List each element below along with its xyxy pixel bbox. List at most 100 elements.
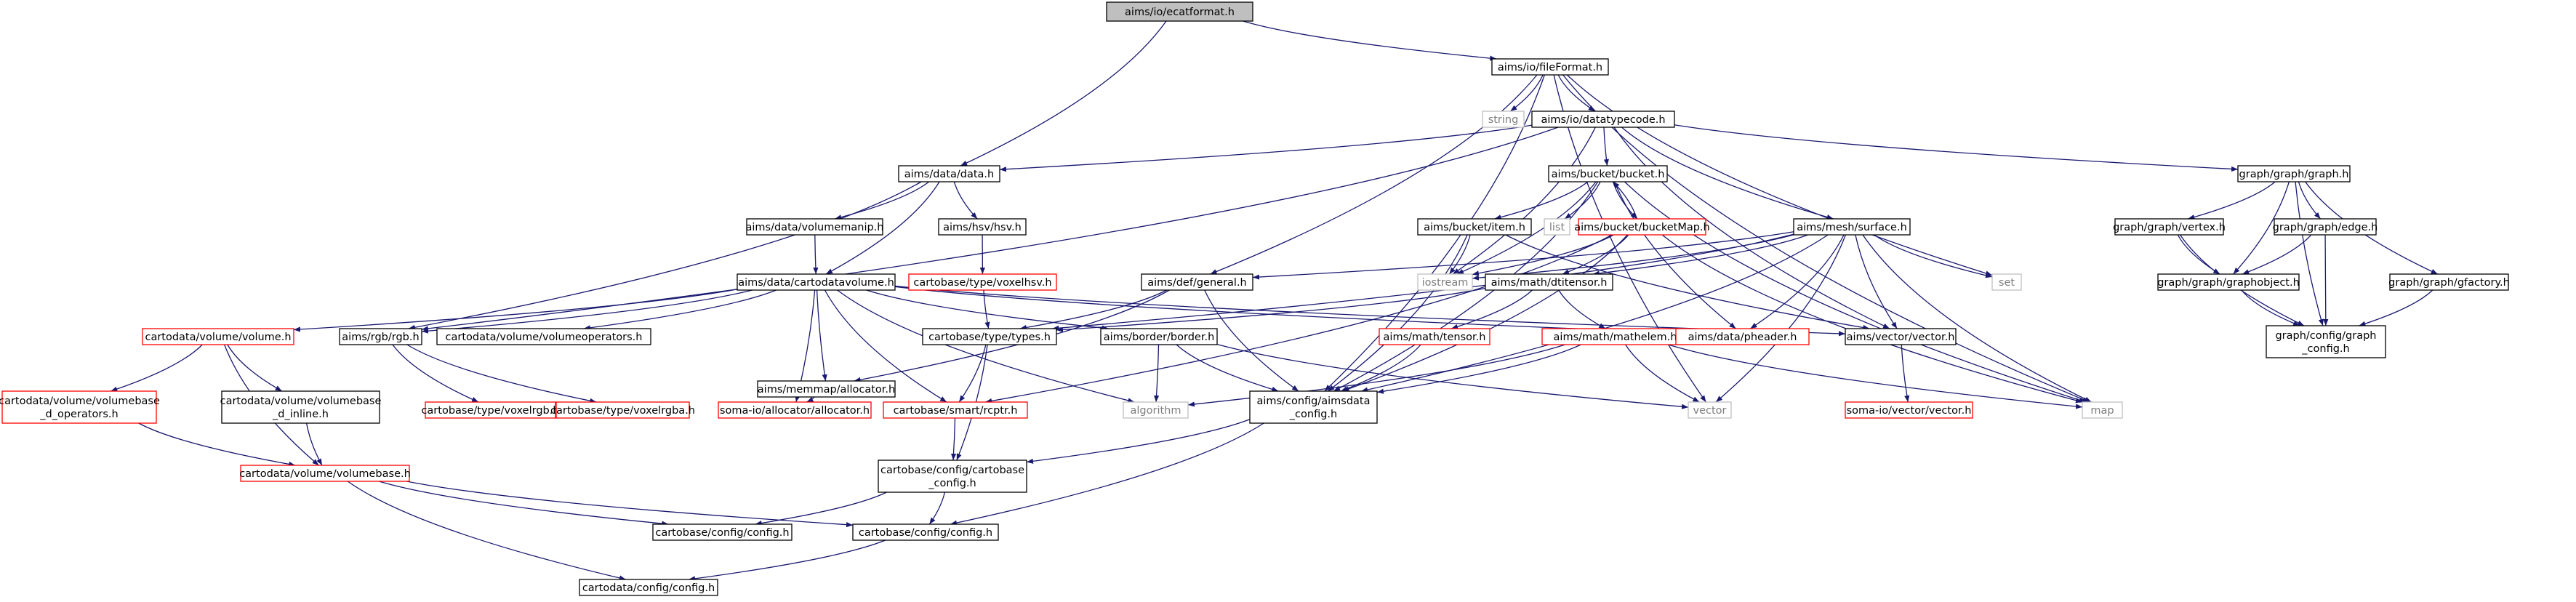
node-ecat[interactable]: aims/io/ecatformat.h — [1106, 1, 1253, 22]
node-box-volumebase — [240, 465, 410, 482]
node-voxelhsv[interactable]: cartobase/type/voxelhsv.h — [908, 273, 1057, 291]
edge-datatypecode-to-surface — [1621, 127, 1834, 220]
node-label-bucketitem: aims/bucket/item.h — [1424, 222, 1525, 233]
edge-cartodatavolume-to-volumeoperators — [583, 289, 777, 331]
node-cartodatavolume[interactable]: aims/data/cartodatavolume.h — [737, 273, 896, 291]
edge-datatypecode-to-bucket — [1603, 127, 1609, 166]
node-vertex[interactable]: graph/graph/vertex.h — [2113, 218, 2226, 236]
node-somaallocator[interactable]: soma-io/allocator/allocator.h — [718, 401, 872, 419]
edge-cartodatavolume-to-volume — [293, 289, 738, 332]
edge-aimsdataconfig-to-cartobaseconfig — [1026, 419, 1251, 464]
node-cbconfig2[interactable]: cartobase/config/config.h — [852, 523, 999, 541]
node-surface[interactable]: aims/mesh/surface.h — [1793, 218, 1911, 236]
node-aimsdataconfig[interactable]: aims/config/aimsdata_config.h — [1249, 390, 1378, 424]
edge-mathelem-to-vector — [1625, 344, 1700, 403]
edge-edge-to-graphobject — [2242, 234, 2312, 275]
node-box-vector — [1688, 401, 1732, 419]
node-box-graphobject — [2157, 273, 2300, 291]
node-cartobaseconfig[interactable]: cartobase/config/cartobase_config.h — [878, 459, 1027, 493]
node-box-set — [1991, 273, 2022, 291]
edge-bucket-to-pheader — [1613, 181, 1736, 329]
edge-surface-to-iostream — [1472, 234, 1794, 281]
node-box-graph — [2237, 165, 2351, 182]
node-volume[interactable]: cartodata/volume/volume.h — [142, 328, 294, 345]
edge-border-to-aimsdataconfig — [1176, 344, 1279, 392]
node-cbconfig1[interactable]: cartobase/config/config.h — [652, 523, 793, 541]
node-tensor[interactable]: aims/math/tensor.h — [1379, 328, 1490, 345]
node-general[interactable]: aims/def/general.h — [1141, 273, 1253, 291]
edge-cartodatavolume-to-algorithm — [837, 289, 1135, 404]
edge-graph-to-graphobject — [2233, 181, 2290, 275]
node-label-rgb: aims/rgb/rgb.h — [342, 332, 419, 343]
edge-cbconfig2-to-cdconfig — [689, 539, 886, 582]
node-box-vertex — [2114, 218, 2224, 236]
node-datatypecode[interactable]: aims/io/datatypecode.h — [1531, 111, 1675, 128]
node-box-cartobaseconfig — [878, 459, 1027, 493]
node-voxelrgb[interactable]: cartobase/type/voxelrgb.h — [421, 401, 560, 419]
edge-surface-to-aimsdataconfig — [1361, 234, 1829, 393]
node-label-vboperators: cartodata/volume/volumebase — [0, 396, 160, 407]
node-box-list — [1544, 218, 1570, 236]
node-edge[interactable]: graph/graph/edge.h — [2273, 218, 2378, 236]
node-volumeoperators[interactable]: cartodata/volume/volumeoperators.h — [436, 328, 651, 345]
node-data[interactable]: aims/data/data.h — [898, 165, 1000, 182]
node-label-volumeoperators: cartodata/volume/volumeoperators.h — [446, 332, 643, 343]
edge-volumebase-to-cbconfig2 — [406, 481, 854, 528]
node-somavector[interactable]: soma-io/vector/vector.h — [1845, 401, 1973, 419]
edge-cartodatavolume-to-pheader — [894, 286, 1677, 335]
node-map: map — [2082, 401, 2123, 419]
edge-border-to-vector — [1216, 344, 1689, 409]
node-list: list — [1544, 218, 1570, 236]
node-label-somaallocator: soma-io/allocator/allocator.h — [720, 405, 870, 417]
node-fileFormat[interactable]: aims/io/fileFormat.h — [1491, 58, 1609, 76]
edge-dtitensor-to-types — [1056, 287, 1486, 333]
node-rgb[interactable]: aims/rgb/rgb.h — [339, 328, 422, 345]
node-vbdinline[interactable]: cartodata/volume/volumebase_d_inline.h — [220, 390, 382, 424]
node-dtitensor[interactable]: aims/math/dtitensor.h — [1485, 273, 1613, 291]
node-label-hsv: aims/hsv/hsv.h — [943, 222, 1022, 233]
node-label-tensor: aims/math/tensor.h — [1384, 332, 1486, 343]
node-label-cbconfig1: cartobase/config/config.h — [655, 527, 789, 539]
edge-bucket-to-bucketitem — [1494, 181, 1589, 220]
node-volumebase[interactable]: cartodata/volume/volumebase.h — [239, 465, 411, 482]
node-bucket[interactable]: aims/bucket/bucket.h — [1548, 165, 1668, 182]
node-graphobject[interactable]: graph/graph/graphobject.h — [2157, 273, 2300, 291]
node-bucketitem[interactable]: aims/bucket/item.h — [1417, 218, 1532, 236]
node-label-gfactory: graph/graph/gfactory.h — [2388, 277, 2510, 289]
node-label-edge: graph/graph/edge.h — [2273, 222, 2378, 233]
node-label-set: set — [1999, 277, 2015, 289]
node-box-voxelhsv — [908, 273, 1057, 291]
node-graph[interactable]: graph/graph/graph.h — [2237, 165, 2351, 182]
node-vboperators[interactable]: cartodata/volume/volumebase_d_operators.… — [0, 390, 160, 424]
node-allocator[interactable]: aims/memmap/allocator.h — [757, 380, 896, 398]
node-hsv[interactable]: aims/hsv/hsv.h — [938, 218, 1027, 236]
node-box-allocator — [757, 380, 896, 398]
node-gfactory[interactable]: graph/graph/gfactory.h — [2388, 273, 2510, 291]
node-voxelrgba[interactable]: cartobase/type/voxelrgba.h — [550, 401, 695, 419]
node-label-voxelrgba: cartobase/type/voxelrgba.h — [550, 405, 695, 417]
node-graphconfig[interactable]: graph/config/graph_config.h — [2266, 325, 2386, 358]
edge-bucket-to-list — [1564, 181, 1601, 220]
edge-edge-to-graphconfig — [2323, 234, 2329, 326]
node-pheader[interactable]: aims/data/pheader.h — [1675, 328, 1810, 345]
edge-gfactory-to-graphconfig — [2359, 289, 2433, 326]
node-box-somaallocator — [718, 401, 872, 419]
node-mathelem[interactable]: aims/math/mathelem.h — [1541, 328, 1689, 345]
edge-cartodatavolume-to-border — [866, 289, 1109, 331]
node-label-border: aims/border/border.h — [1104, 332, 1215, 343]
edge-general-to-aimsdataconfig — [1204, 289, 1299, 392]
node-box-bucketitem — [1417, 218, 1532, 236]
node-bucketMap[interactable]: aims/bucket/bucketMap.h — [1574, 218, 1710, 236]
node-volumemanip[interactable]: aims/data/volumemanip.h — [746, 218, 884, 236]
edge-datatypecode-to-graph — [1674, 124, 2239, 172]
node-rcptr[interactable]: cartobase/smart/rcptr.h — [883, 401, 1028, 419]
node-types[interactable]: cartobase/type/types.h — [922, 328, 1057, 345]
edge-mathelem-to-aimsdataconfig — [1376, 344, 1581, 394]
edge-bucketitem-to-iostream — [1448, 234, 1471, 275]
node-label-voxelhsv: cartobase/type/voxelhsv.h — [913, 277, 1051, 289]
node-box-aimsdataconfig — [1249, 390, 1378, 424]
edge-ecat-to-fileFormat — [1243, 20, 1497, 61]
node-border[interactable]: aims/border/border.h — [1100, 328, 1218, 345]
node-vectorh[interactable]: aims/vector/vector.h — [1845, 328, 1957, 345]
node-cdconfig[interactable]: cartodata/config/config.h — [579, 579, 718, 596]
